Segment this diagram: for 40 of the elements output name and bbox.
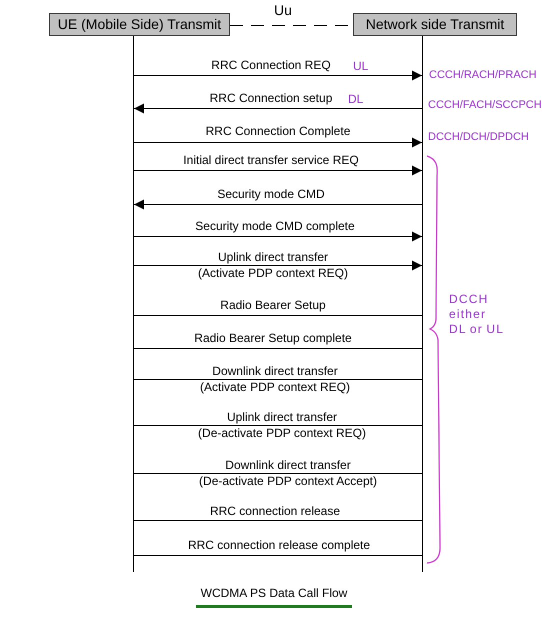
channel-label: DCCH/DCH/DPDCH xyxy=(428,130,529,145)
edge-label: RRC connection release xyxy=(210,504,340,519)
message-arrow xyxy=(134,200,422,210)
message-arrow xyxy=(134,138,422,148)
edge-label: Security mode CMD complete xyxy=(195,219,355,234)
message-line xyxy=(134,520,422,521)
message-line xyxy=(134,315,422,316)
edge-label: Security mode CMD xyxy=(217,187,325,202)
channel-label: CCCH/RACH/PRACH xyxy=(429,68,537,83)
edge-label: Radio Bearer Setup xyxy=(220,298,326,313)
edge-label: Initial direct transfer service REQ xyxy=(183,153,359,168)
edge-label: Radio Bearer Setup complete xyxy=(194,331,352,346)
message-arrow xyxy=(134,70,422,80)
channel-note: DCCH either DL or UL xyxy=(449,292,506,337)
lifeline xyxy=(133,36,134,572)
message-arrow xyxy=(134,260,422,270)
edge-label: RRC connection release complete xyxy=(188,538,370,553)
message-line xyxy=(134,379,422,380)
message-arrow xyxy=(134,232,422,242)
message-line xyxy=(134,348,422,349)
participant-box: UE (Mobile Side) Transmit xyxy=(49,13,230,36)
channel-label: CCCH/FACH/SCCPCH xyxy=(428,98,542,113)
message-line xyxy=(134,473,422,474)
caption: WCDMA PS Data Call Flow xyxy=(196,586,352,608)
edge-label: RRC Connection REQ xyxy=(211,58,331,73)
edge-label: Downlink direct transfer (De-activate PDP context Accept) xyxy=(198,457,378,489)
edge-label: Downlink direct transfer (Activate PDP context REQ) xyxy=(199,363,351,395)
edge-label: RRC Connection setup xyxy=(210,91,332,106)
message-arrow xyxy=(134,104,422,114)
direction-label: DL xyxy=(348,92,364,107)
message-line xyxy=(134,555,422,556)
direction-label: UL xyxy=(353,59,368,74)
edge-label: Uu xyxy=(274,1,292,19)
participant-box: Network side Transmit xyxy=(353,13,517,36)
message-line xyxy=(134,425,422,426)
lifeline xyxy=(422,36,423,572)
message-arrow xyxy=(134,166,422,176)
edge-label: RRC Connection Complete xyxy=(206,124,350,139)
edge-label: Uplink direct transfer (De-activate PDP context REQ) xyxy=(197,409,367,441)
edge-label: Uplink direct transfer (Activate PDP context REQ) xyxy=(197,249,349,281)
